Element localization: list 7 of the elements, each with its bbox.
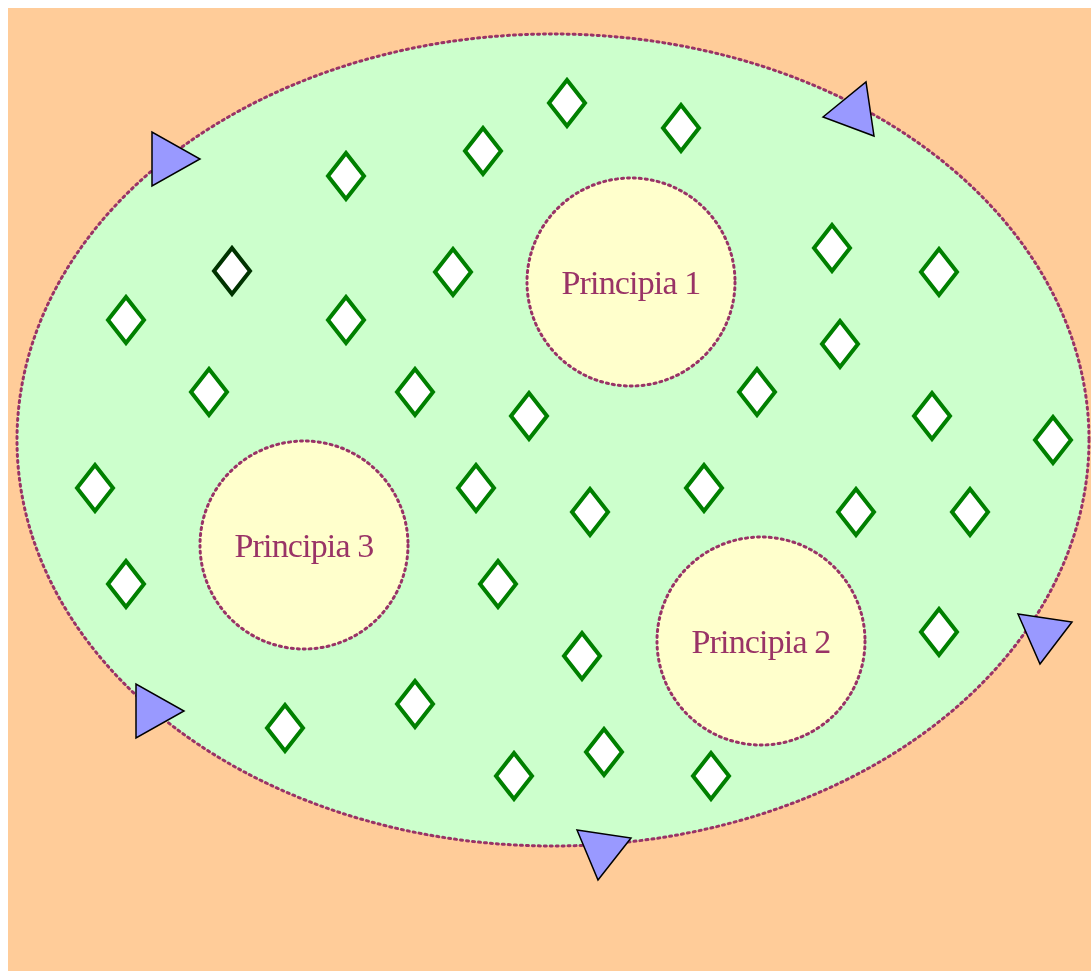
circle-node	[198, 439, 410, 651]
node-label: Principia 1	[561, 262, 701, 303]
node-label: Principia 2	[691, 621, 831, 662]
ellipse-region	[15, 32, 1091, 848]
node-label: Principia 3	[234, 525, 374, 566]
circle-node	[525, 176, 737, 388]
circle-node	[655, 535, 867, 747]
